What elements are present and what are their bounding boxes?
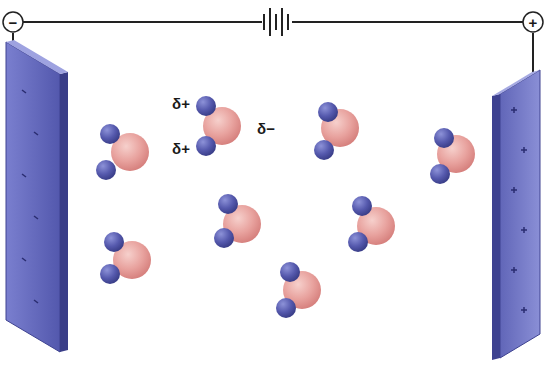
hydrogen-atom — [314, 140, 334, 160]
hydrogen-atom — [96, 160, 116, 180]
wire — [23, 21, 262, 23]
positive-plate — [492, 70, 540, 360]
hydrogen-atom — [100, 264, 120, 284]
hydrogen-atom — [100, 124, 120, 144]
water-molecule — [314, 102, 359, 160]
wire — [13, 22, 533, 72]
water-molecule — [430, 128, 475, 184]
charge-mark — [521, 307, 527, 313]
terminal-circle — [3, 12, 23, 32]
water-molecule — [348, 196, 395, 252]
hydrogen-atom — [196, 136, 216, 156]
hydrogen-atom — [430, 164, 450, 184]
charge-mark — [511, 187, 517, 193]
water-molecule — [214, 194, 261, 248]
charge-mark — [511, 107, 517, 113]
charge-marks — [22, 90, 527, 313]
charge-mark — [511, 267, 517, 273]
hydrogen-atom — [434, 128, 454, 148]
hydrogen-atom — [348, 232, 368, 252]
charge-mark — [22, 174, 26, 177]
charge-mark — [34, 300, 38, 303]
water-molecule — [276, 262, 321, 318]
partial-charge: δ+ — [172, 141, 190, 156]
partial-charge: δ− — [257, 121, 275, 136]
terminal-circle — [523, 12, 543, 32]
hydrogen-atom — [104, 232, 124, 252]
hydrogen-atom — [352, 196, 372, 216]
wire — [292, 21, 523, 23]
hydrogen-atom — [280, 262, 300, 282]
charge-mark — [34, 216, 38, 219]
terminal-sign: + — [529, 15, 538, 30]
hydrogen-atom — [218, 194, 238, 214]
negative-plate — [6, 40, 68, 352]
water-molecule — [96, 124, 149, 180]
hydrogen-atom — [318, 102, 338, 122]
wire — [532, 33, 534, 72]
charge-mark — [22, 258, 26, 261]
charge-mark — [521, 227, 527, 233]
hydrogen-atom — [214, 228, 234, 248]
charge-mark — [22, 90, 26, 93]
charge-mark — [521, 147, 527, 153]
battery-symbol — [264, 8, 288, 36]
terminal-sign: − — [9, 15, 18, 30]
water-molecule — [196, 96, 241, 156]
partial-charge: δ+ — [172, 96, 190, 111]
water-molecule — [100, 232, 151, 284]
hydrogen-atom — [196, 96, 216, 116]
water-molecules — [96, 96, 475, 318]
hydrogen-atom — [276, 298, 296, 318]
charge-mark — [34, 132, 38, 135]
